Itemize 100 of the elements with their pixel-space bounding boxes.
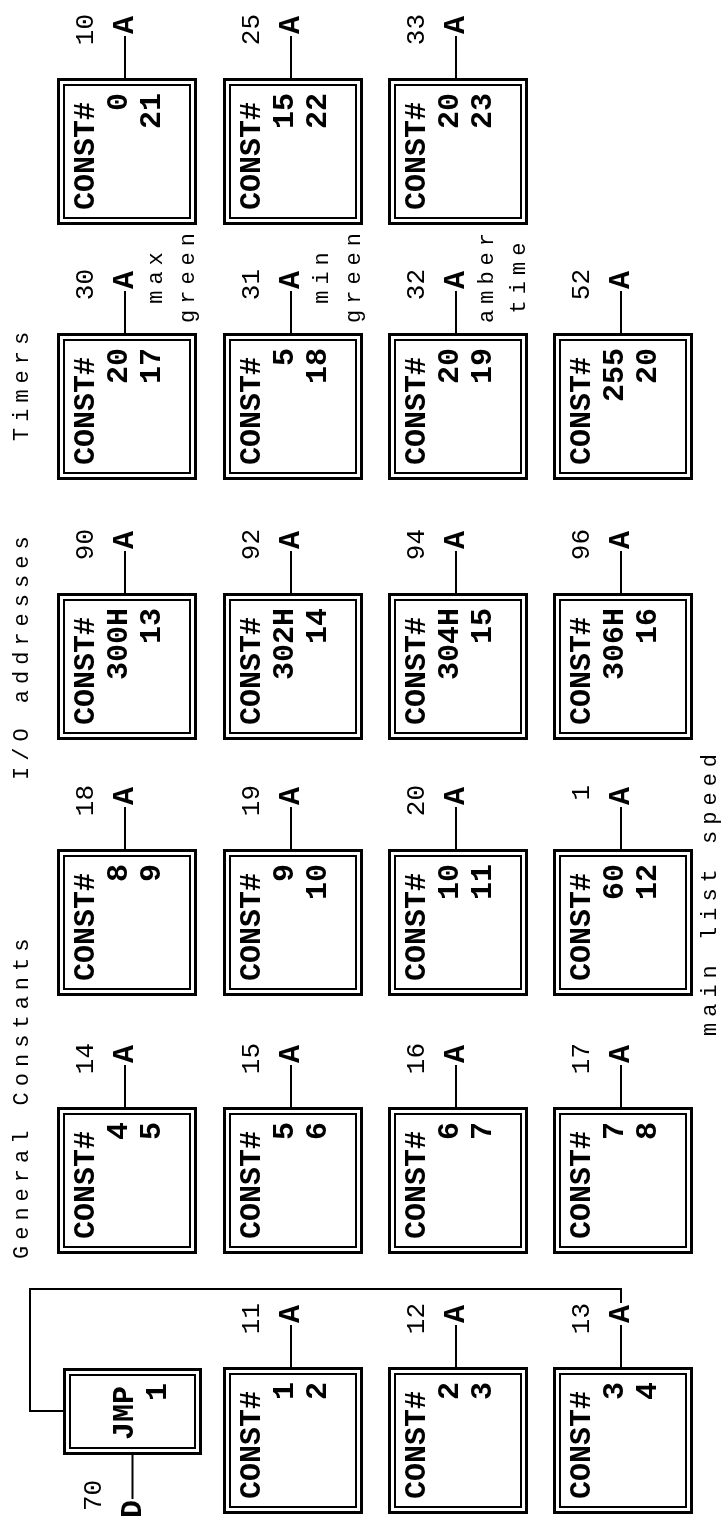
connector-line — [290, 35, 292, 79]
address-number: 31 — [238, 269, 266, 303]
block-value: 16 — [632, 608, 665, 644]
connector-line — [290, 806, 292, 850]
function-block — [388, 1107, 528, 1254]
block-value: 15 — [467, 608, 500, 644]
block-value: 6 — [434, 1122, 467, 1140]
connector-line — [455, 1324, 457, 1368]
block-name: JMP — [109, 1386, 142, 1440]
function-block — [223, 593, 363, 740]
connector-line — [455, 806, 457, 850]
block-name: CONST# — [401, 101, 434, 210]
section-label: General Constants — [10, 932, 36, 1259]
address-number: 16 — [403, 1043, 431, 1077]
address-number: 12 — [403, 1303, 431, 1337]
block-value: 2 — [302, 1382, 335, 1400]
address-number: 10 — [72, 14, 100, 48]
block-value: 10 — [302, 864, 335, 900]
block-name: CONST# — [70, 101, 103, 210]
block-value: 304H — [434, 608, 467, 680]
function-block — [388, 333, 528, 480]
function-block — [388, 849, 528, 996]
block-name: CONST# — [70, 872, 103, 981]
function-block — [553, 849, 693, 996]
connector-line — [290, 1064, 292, 1108]
connector-line — [620, 1324, 622, 1368]
block-value: 7 — [467, 1122, 500, 1140]
block-value: 5 — [269, 1122, 302, 1140]
function-block — [553, 333, 693, 480]
function-block — [553, 1367, 693, 1514]
block-value: 18 — [302, 348, 335, 384]
address-number: 15 — [238, 1043, 266, 1077]
block-value: 0 — [103, 93, 136, 111]
connector-line — [124, 550, 126, 594]
connector-line — [455, 550, 457, 594]
block-value: 20 — [103, 348, 136, 384]
connector-line — [620, 1064, 622, 1108]
function-block — [57, 78, 197, 225]
address-number: 96 — [568, 529, 596, 563]
function-block — [223, 849, 363, 996]
section-label: Timers — [10, 325, 36, 441]
block-value: 21 — [136, 93, 169, 129]
connector-line — [455, 35, 457, 79]
block-name: CONST# — [566, 1390, 599, 1499]
block-value: 5 — [136, 1122, 169, 1140]
connector-line — [455, 290, 457, 334]
block-value: 22 — [302, 93, 335, 129]
block-value: 3 — [467, 1382, 500, 1400]
address-number: 17 — [568, 1043, 596, 1077]
block-name: CONST# — [566, 872, 599, 981]
block-value: 255 — [599, 348, 632, 402]
block-value: 1 — [269, 1382, 302, 1400]
block-value: 6 — [302, 1122, 335, 1140]
address-number: 14 — [72, 1043, 100, 1077]
block-name: CONST# — [236, 1390, 269, 1499]
block-note: max green — [143, 226, 202, 325]
address-number: 11 — [238, 1303, 266, 1337]
address-number: 1 — [568, 785, 596, 803]
block-value: 8 — [632, 1122, 665, 1140]
block-value: 4 — [632, 1382, 665, 1400]
block-value: 13 — [136, 608, 169, 644]
block-note: amber time — [474, 226, 533, 325]
block-name: CONST# — [236, 1130, 269, 1239]
connector-line — [124, 806, 126, 850]
block-name: CONST# — [236, 872, 269, 981]
block-value: 12 — [632, 864, 665, 900]
section-label: main list speed — [698, 747, 724, 1036]
block-value: 14 — [302, 608, 335, 644]
block-name: CONST# — [236, 356, 269, 465]
address-number: 70 — [80, 1479, 108, 1511]
connector-line — [620, 806, 622, 850]
block-value: 19 — [467, 348, 500, 384]
block-value: 2 — [434, 1382, 467, 1400]
connector-line — [620, 550, 622, 594]
block-name: CONST# — [566, 1130, 599, 1239]
block-value: 60 — [599, 864, 632, 900]
block-name: CONST# — [70, 356, 103, 465]
block-name: CONST# — [236, 101, 269, 210]
function-block — [553, 593, 693, 740]
connector-line — [124, 290, 126, 334]
block-note: min green — [309, 226, 368, 325]
function-block — [553, 1107, 693, 1254]
function-block — [223, 78, 363, 225]
function-block — [223, 1367, 363, 1514]
block-value: 4 — [103, 1122, 136, 1140]
address-number: 94 — [403, 529, 431, 563]
block-value: 306H — [599, 608, 632, 680]
block-value: 5 — [269, 348, 302, 366]
address-number: 20 — [403, 785, 431, 819]
function-block — [223, 1107, 363, 1254]
address-number: 90 — [72, 529, 100, 563]
block-name: CONST# — [401, 356, 434, 465]
address-number: 13 — [568, 1303, 596, 1337]
connector-line — [290, 550, 292, 594]
function-block — [63, 1368, 202, 1455]
connector-line — [290, 1324, 292, 1368]
connector-line — [29, 1288, 622, 1412]
connector-line — [290, 290, 292, 334]
address-number: 92 — [238, 529, 266, 563]
block-value: 9 — [269, 864, 302, 882]
